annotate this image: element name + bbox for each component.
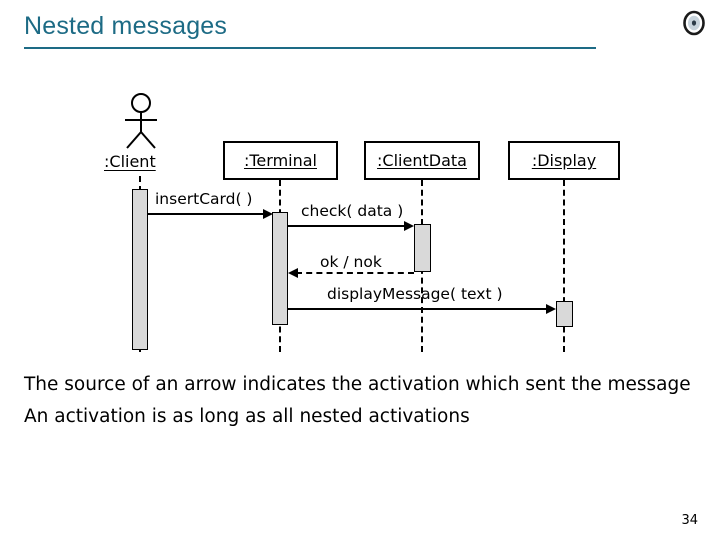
participant-box-display[interactable]: :Display	[508, 141, 620, 180]
activation-terminal	[272, 212, 288, 325]
participant-label-client: :Client	[104, 152, 156, 171]
participant-box-clientdata[interactable]: :ClientData	[364, 141, 480, 180]
page-number: 34	[681, 513, 698, 528]
message-arrowhead-ok-nok	[288, 268, 298, 278]
disc-icon	[683, 10, 705, 36]
message-line-display-message	[288, 308, 548, 310]
message-label-insert-card: insertCard( )	[155, 190, 253, 208]
activation-clientdata	[414, 224, 431, 272]
title-divider	[24, 47, 596, 49]
participant-label-clientdata: :ClientData	[377, 151, 467, 170]
lifeline-display	[563, 180, 565, 352]
message-label-check-data: check( data )	[301, 202, 404, 220]
message-label-ok-nok: ok / nok	[320, 253, 382, 271]
participant-label-display: :Display	[531, 151, 597, 170]
message-arrowhead-insert-card	[263, 209, 273, 219]
activation-client	[132, 189, 148, 350]
activation-display	[556, 301, 573, 327]
message-label-display-message: displayMessage( text )	[327, 285, 503, 303]
actor-client-icon	[125, 93, 157, 149]
message-arrowhead-check-data	[404, 221, 414, 231]
body-paragraph-1: The source of an arrow indicates the act…	[24, 374, 691, 395]
message-line-insert-card	[148, 213, 264, 215]
message-line-ok-nok	[296, 272, 414, 274]
participant-label-terminal: :Terminal	[243, 151, 317, 170]
sequence-diagram: :Client :Terminal :ClientData :Display i…	[104, 93, 620, 352]
body-paragraph-2: An activation is as long as all nested a…	[24, 406, 470, 427]
participant-box-terminal[interactable]: :Terminal	[223, 141, 338, 180]
message-arrowhead-display-message	[546, 304, 556, 314]
message-line-check-data	[288, 225, 405, 227]
page-title: Nested messages	[24, 12, 228, 40]
body-text: The source of an arrow indicates the act…	[24, 372, 696, 436]
